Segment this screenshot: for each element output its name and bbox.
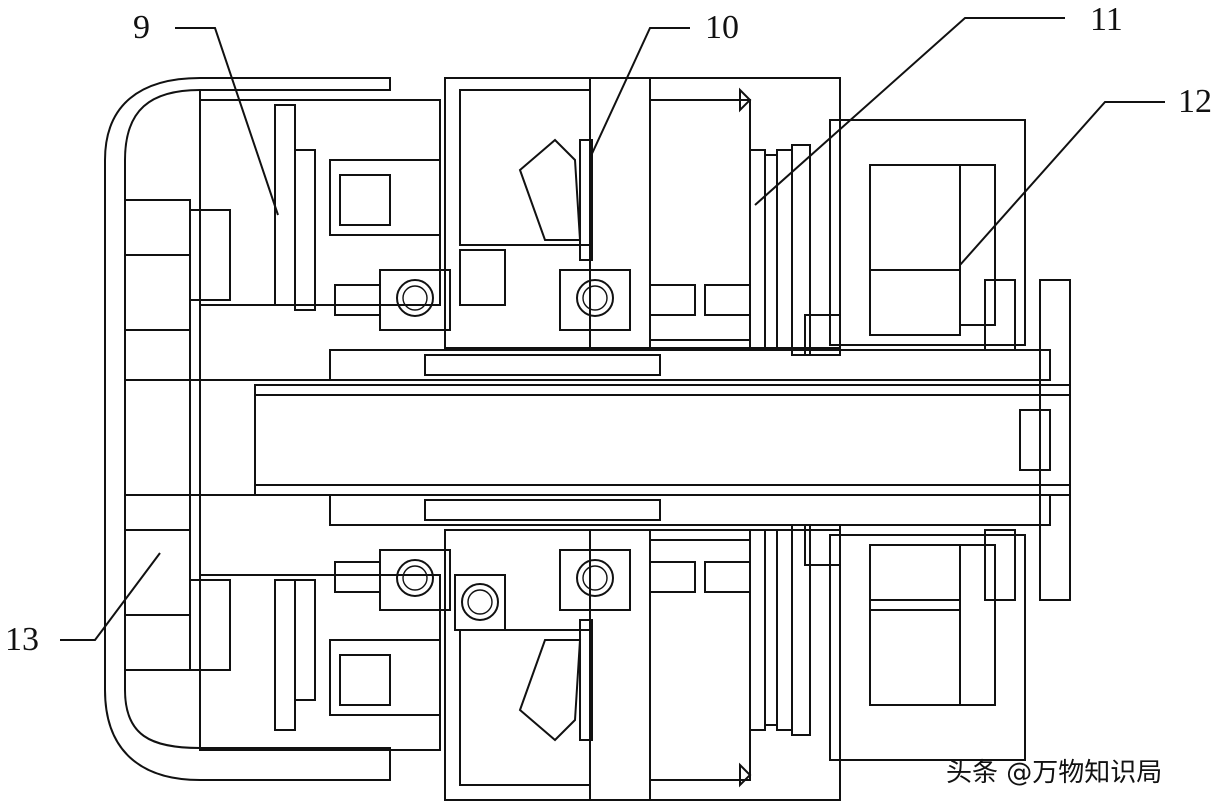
- main-shaft: [254, 279, 1071, 601]
- watermark-text: 头条 @万物知识局: [946, 758, 1163, 788]
- actuator-block-12: [804, 119, 1026, 761]
- callout-label-10: 10: [705, 9, 739, 46]
- callout-label-9: 9: [133, 9, 150, 46]
- leader-10: [589, 27, 690, 159]
- hub-housing: [199, 99, 441, 751]
- bearings: [334, 249, 751, 631]
- callout-labels: 9 10 11 12 13: [5, 1, 1212, 658]
- leader-9: [175, 27, 279, 216]
- gear-housing: [444, 77, 841, 801]
- leader-11: [754, 17, 1065, 206]
- bevel-part-10: [518, 138, 593, 742]
- callout-label-12: 12: [1178, 83, 1212, 120]
- leader-13: [60, 552, 161, 641]
- leader-12: [959, 101, 1165, 266]
- callout-leaders: [60, 17, 1165, 641]
- callout-label-13: 13: [5, 621, 39, 658]
- callout-label-11: 11: [1090, 1, 1123, 38]
